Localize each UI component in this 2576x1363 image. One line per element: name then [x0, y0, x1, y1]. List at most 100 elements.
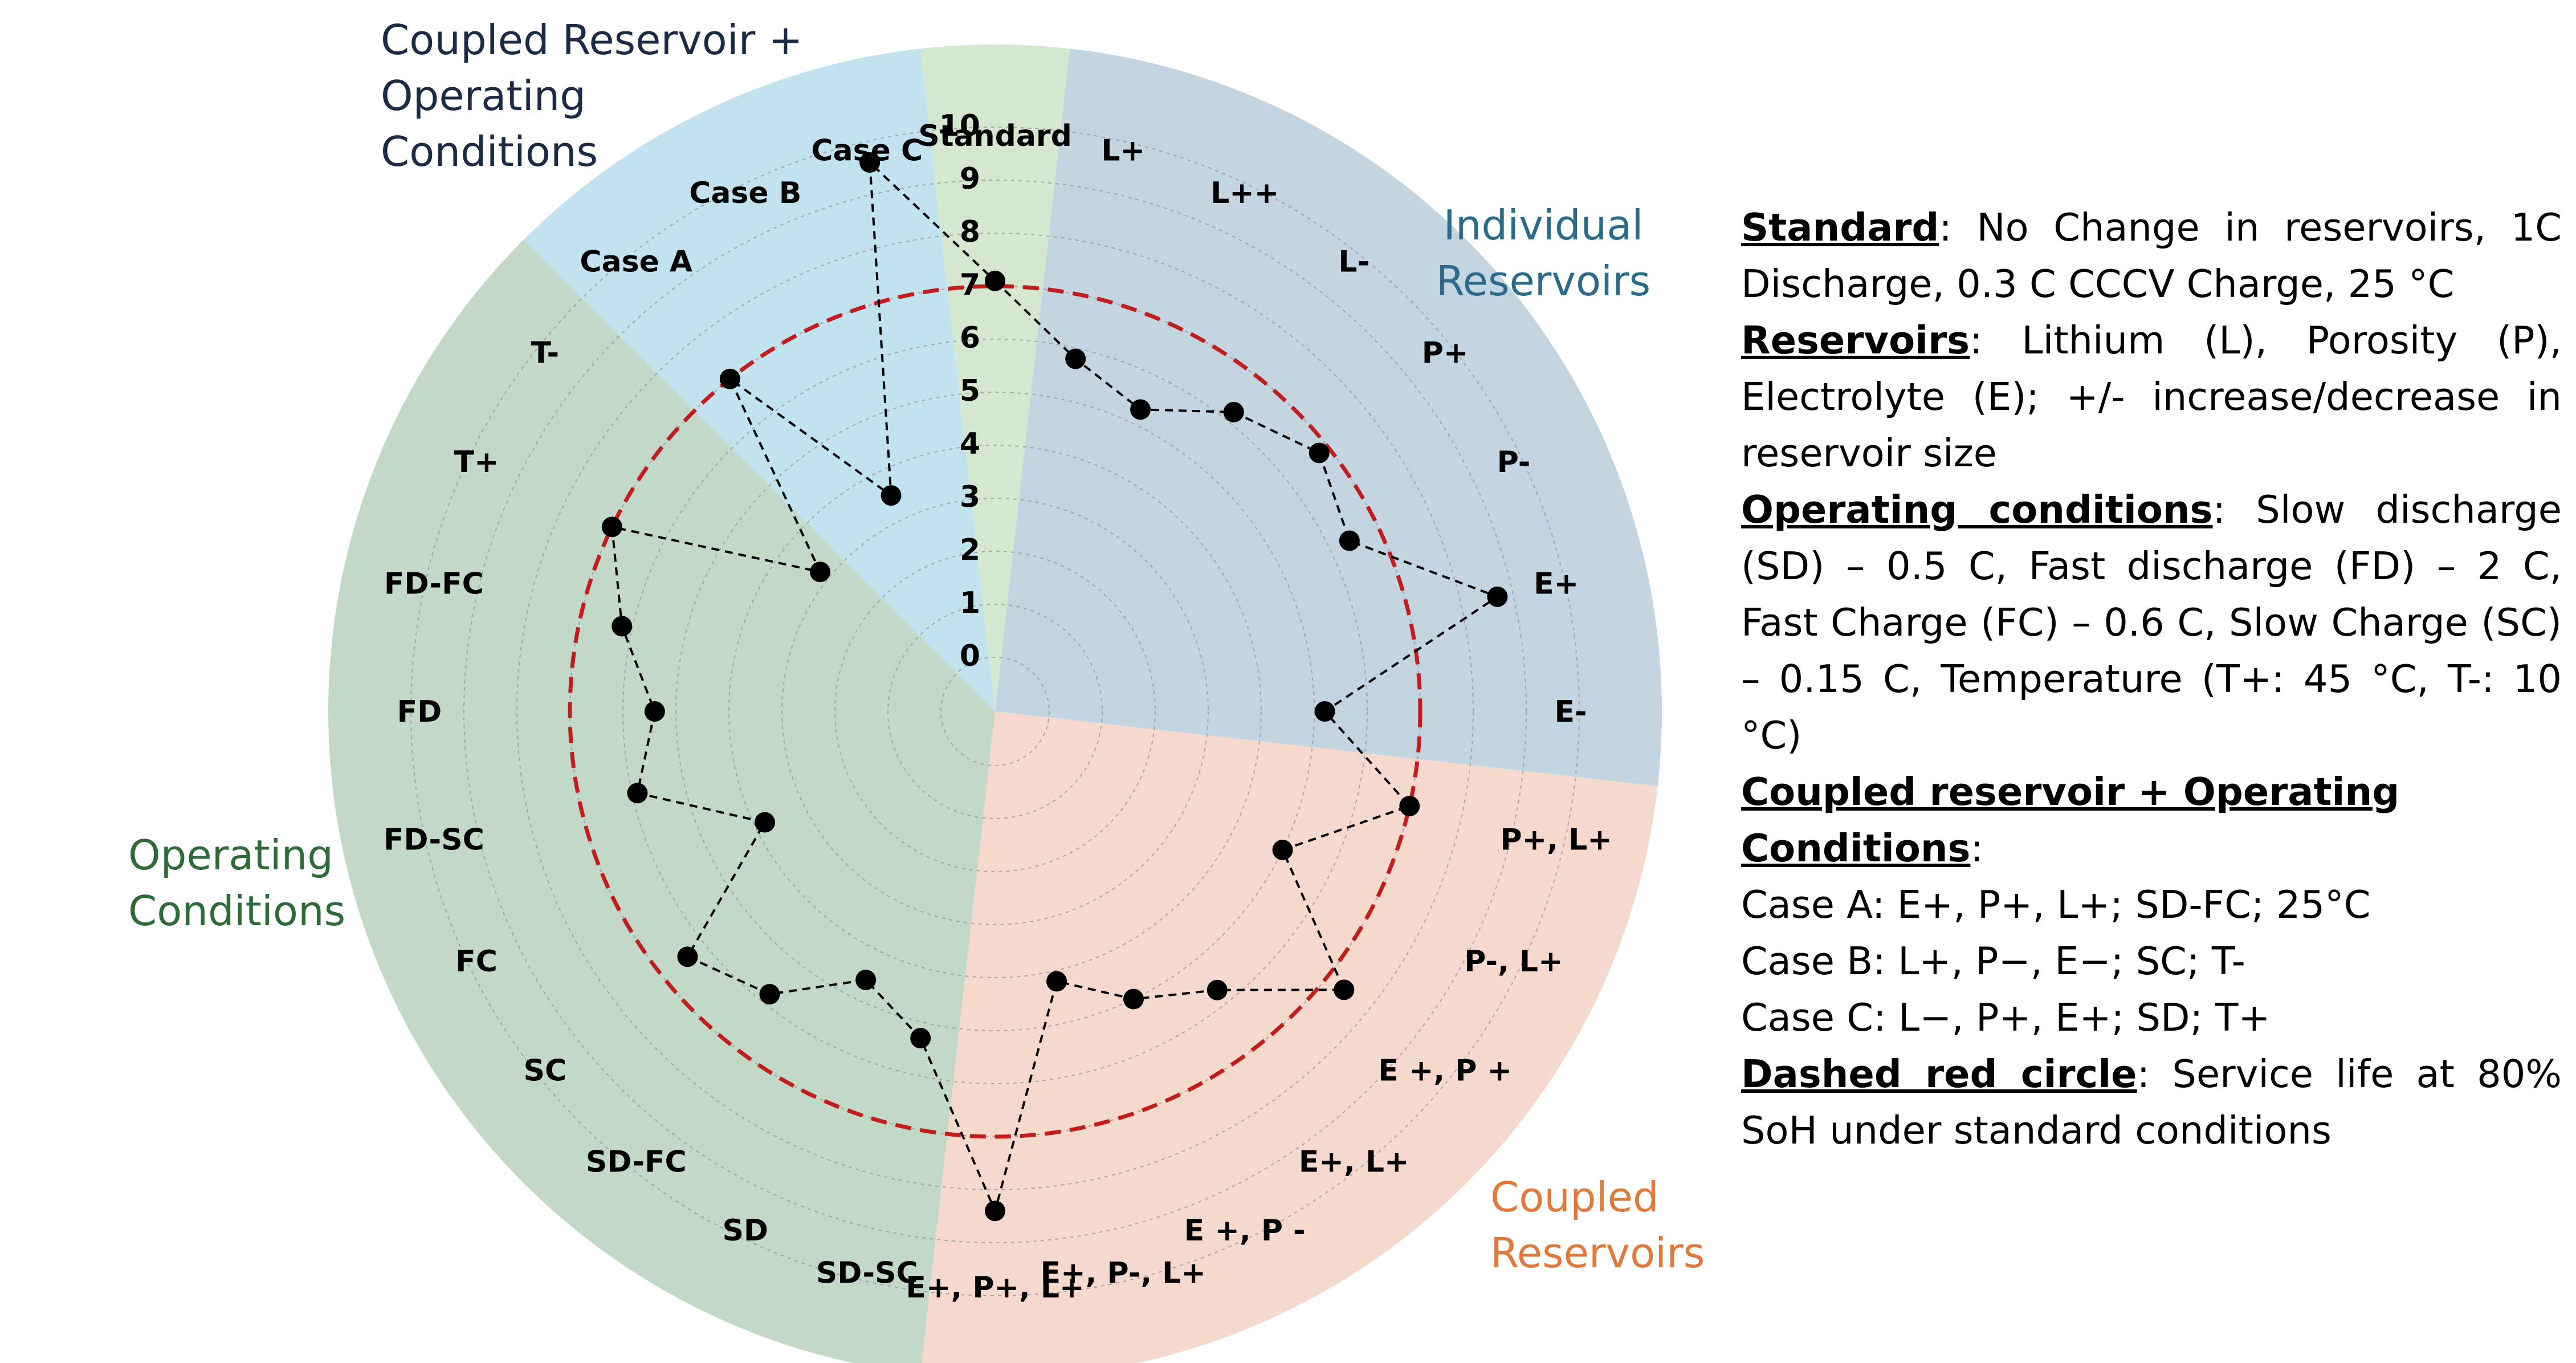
radial-tick-label: 5 [960, 374, 980, 408]
category-label: P-, L+ [1464, 945, 1563, 979]
data-point [1223, 401, 1244, 422]
category-label: SC [524, 1054, 567, 1088]
data-point [910, 1028, 931, 1049]
data-point [855, 970, 877, 991]
radial-tick-label: 0 [960, 639, 980, 673]
category-label: P- [1497, 445, 1531, 479]
legend-standard-text: : No Change in reservoirs, 1C Discharge,… [1741, 205, 2562, 306]
legend-reservoirs-head: Reservoirs [1741, 318, 1970, 363]
data-point [881, 485, 902, 506]
category-label: FD-FC [384, 567, 484, 601]
data-point [1487, 586, 1508, 607]
grid-circle [887, 604, 1103, 819]
legend-panel: Standard: No Change in reservoirs, 1C Di… [1741, 200, 2562, 1159]
category-label: SD [722, 1214, 768, 1248]
data-point [1339, 530, 1360, 551]
legend-dashed: Dashed red circle: Service life at 80% S… [1741, 1046, 2562, 1159]
data-point [627, 783, 648, 804]
legend-case-c: Case C: L−, P+, E+; SD; T+ [1741, 995, 2271, 1040]
category-label: Standard [918, 119, 1072, 153]
legend-standard-head: Standard [1741, 205, 1939, 250]
grid-circle [675, 392, 1315, 1031]
data-point [644, 701, 665, 722]
legend-coupled-head-2: Conditions [1741, 826, 1971, 870]
grid-circle [410, 127, 1580, 1296]
radial-tick-label: 4 [960, 427, 980, 461]
legend-coupled-head-line2: Conditions: [1741, 820, 2562, 877]
legend-case-b: Case B: L+, P−, E−; SC; T- [1741, 939, 2245, 983]
category-label: E+, L+ [1299, 1145, 1409, 1179]
grid-circle [622, 339, 1368, 1084]
series-layer [601, 152, 1508, 1222]
category-label: FC [455, 945, 498, 979]
radial-tick-label: 3 [960, 480, 980, 514]
category-label: FD [397, 695, 442, 729]
data-point [1207, 979, 1228, 1000]
legend-dashed-text: : Service life at 80% SoH under standard… [1741, 1052, 2562, 1153]
data-point [755, 812, 776, 833]
grid-circle [834, 551, 1156, 872]
legend-coupled-colon: : [1970, 826, 1984, 870]
data-point [677, 946, 698, 967]
legend-operating-text: : Slow discharge (SD) – 0.5 C, Fast disc… [1741, 487, 2562, 758]
category-label: L+ [1101, 133, 1145, 168]
legend-standard: Standard: No Change in reservoirs, 1C Di… [1741, 200, 2562, 312]
category-label: Case A [580, 245, 692, 279]
category-label: Case B [689, 176, 801, 210]
radial-tick-label: 8 [960, 215, 980, 249]
category-label: E+, P-, L+ [1041, 1256, 1206, 1291]
data-point [612, 616, 633, 637]
data-point [1334, 979, 1355, 1000]
category-label: E +, P - [1184, 1214, 1306, 1248]
category-label: E+, P+, L+ [906, 1271, 1084, 1305]
data-point [759, 983, 780, 1004]
data-point [985, 1201, 1005, 1222]
data-point [1130, 399, 1151, 420]
data-point [859, 152, 881, 173]
grid-circle [728, 445, 1262, 978]
data-point [1272, 839, 1293, 860]
category-label: E+ [1534, 567, 1579, 601]
legend-operating-head: Operating conditions [1741, 487, 2213, 532]
sector-operating-conditions [328, 239, 995, 1363]
data-point [985, 270, 1005, 291]
grid-circle [516, 233, 1474, 1190]
reference-circle-layer [568, 284, 1422, 1139]
legend-coupled-head-line1: Coupled reservoir + Operating [1741, 764, 2562, 820]
category-label: SD-FC [586, 1145, 687, 1179]
category-label: FD-SC [384, 823, 484, 857]
grid-circle [463, 180, 1527, 1243]
category-label: L- [1338, 245, 1369, 279]
data-point [1123, 988, 1144, 1010]
radial-tick-label: 1 [960, 586, 980, 620]
category-label: T- [531, 336, 559, 370]
data-point [601, 516, 622, 538]
category-label: SD-SC [816, 1256, 918, 1291]
data-point [1309, 442, 1330, 463]
legend-coupled-head-1: Coupled reservoir + Operating [1741, 770, 2400, 814]
category-label: E- [1554, 695, 1587, 729]
radial-tick-label: 6 [960, 321, 980, 355]
legend-case-a: Case A: E+, P+, L+; SD-FC; 25°C [1741, 882, 2371, 927]
sector-individual-reservoirs [995, 48, 1662, 786]
sector-coupled-operating [523, 48, 995, 712]
category-label: T+ [454, 445, 499, 479]
category-label: P+ [1422, 336, 1469, 370]
sector-coupled-reservoirs [922, 711, 1658, 1363]
data-point [1046, 971, 1067, 992]
category-label: P+, L+ [1501, 823, 1612, 857]
category-label: L++ [1210, 176, 1279, 210]
legend-dashed-head: Dashed red circle [1741, 1052, 2137, 1096]
data-point [1065, 348, 1086, 369]
grid-circle [940, 657, 1050, 766]
category-labels: Standard L+ L++ L- P+ P- E+ E- P+, L+ P-, L+ E +, … [384, 119, 1612, 1305]
data-point [810, 562, 831, 583]
category-label: E +, P + [1378, 1054, 1512, 1088]
data-point [1399, 796, 1420, 817]
data-point [719, 368, 740, 389]
